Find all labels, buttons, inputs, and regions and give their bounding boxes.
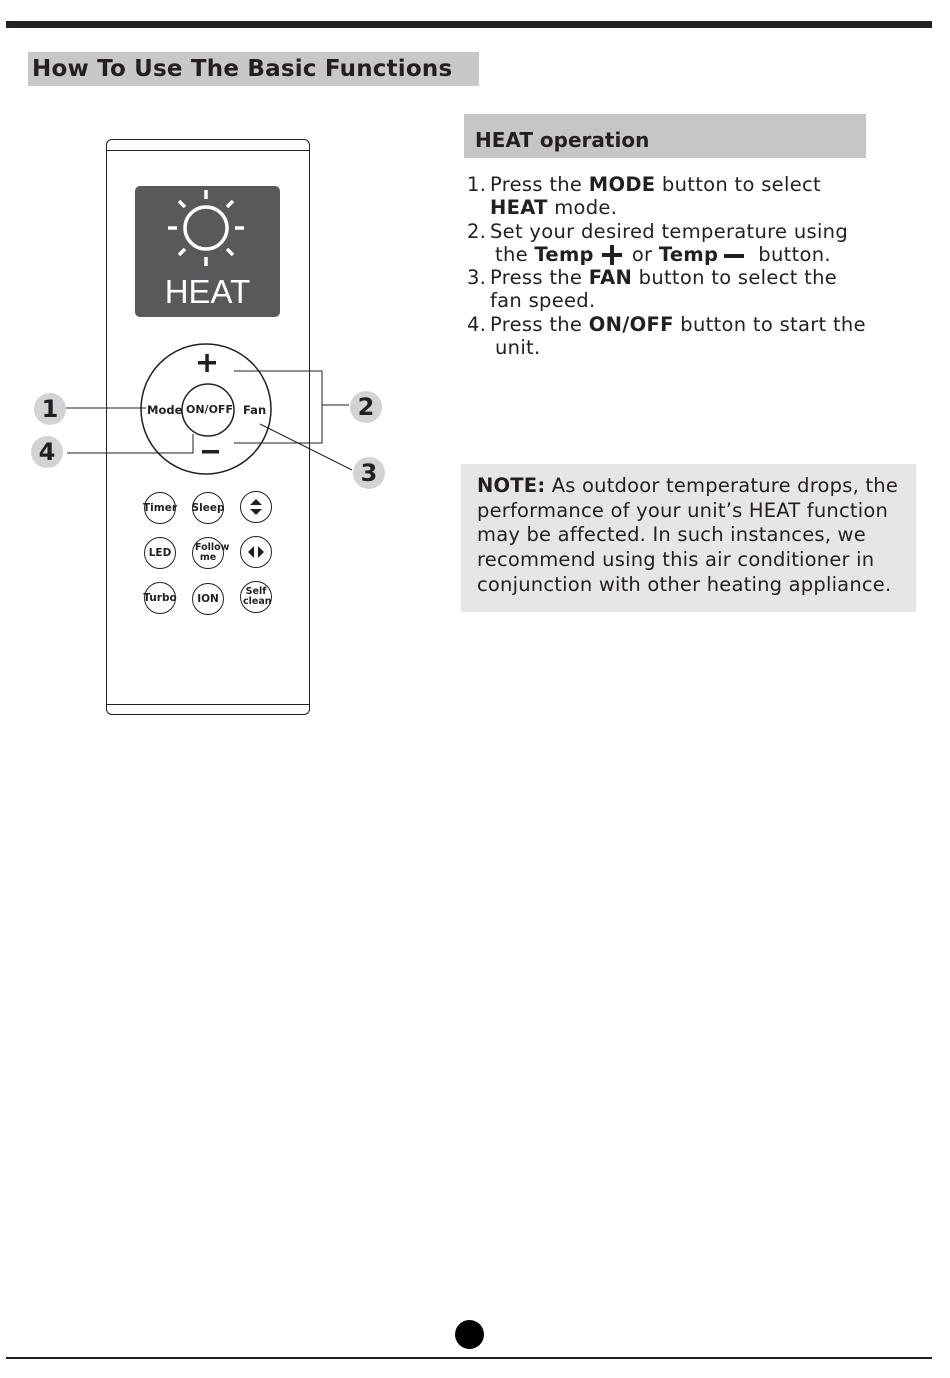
step-text: or <box>632 243 659 266</box>
temp-keyword: Temp <box>659 243 718 266</box>
on-off-button[interactable]: ON/OFF <box>186 403 233 416</box>
step-1: 1. Press the MODE button to select HEAT … <box>467 173 887 220</box>
bottom-rule <box>6 1357 932 1359</box>
step-text: fan speed. <box>490 289 595 312</box>
note-box: NOTE: As outdoor temperature drops, the … <box>461 464 916 612</box>
led-label: LED <box>149 548 172 558</box>
ion-button[interactable]: ION <box>192 583 224 615</box>
temp-keyword: Temp <box>534 243 593 266</box>
step-2: 2. Set your desired temperature using th… <box>467 220 887 267</box>
step-text: Press the <box>490 173 589 196</box>
left-right-arrows-icon <box>247 545 265 559</box>
timer-label: Timer <box>143 503 177 513</box>
step-text: Press the <box>490 313 589 336</box>
callout-3: 3 <box>353 457 385 489</box>
temp-plus-button[interactable] <box>190 348 224 376</box>
sleep-label: Sleep <box>192 503 225 513</box>
step-text: mode. <box>548 196 618 219</box>
mode-keyword: MODE <box>589 173 656 196</box>
self-clean-label: Self clean <box>243 587 269 607</box>
step-number: 2. <box>467 220 486 243</box>
follow-me-label: Follow me <box>195 543 221 563</box>
step-number: 3. <box>467 266 486 289</box>
step-number: 4. <box>467 313 486 336</box>
ion-label: ION <box>197 594 219 604</box>
temp-minus-button[interactable] <box>194 438 228 466</box>
mode-button[interactable]: Mode <box>147 403 182 417</box>
step-4: 4. Press the ON/OFF button to start the … <box>467 313 887 360</box>
led-button[interactable]: LED <box>144 537 176 569</box>
plus-icon <box>602 245 622 263</box>
minus-icon <box>724 245 744 263</box>
step-number: 1. <box>467 173 486 196</box>
step-text: button. <box>758 243 831 266</box>
follow-me-button[interactable]: Follow me <box>192 537 224 569</box>
self-clean-button[interactable]: Self clean <box>240 581 272 613</box>
on-off-keyword: ON/OFF <box>589 313 674 336</box>
timer-button[interactable]: Timer <box>144 492 176 524</box>
page-number-dot <box>455 1320 484 1349</box>
up-down-arrows-icon <box>249 498 263 516</box>
turbo-button[interactable]: Turbo <box>144 582 176 614</box>
step-text: button to select <box>655 173 821 196</box>
step-text: button to select the <box>632 266 837 289</box>
swing-updown-button[interactable] <box>240 491 272 523</box>
step-text: unit. <box>495 336 540 359</box>
step-text: Set your desired temperature using <box>490 220 848 243</box>
fan-keyword: FAN <box>589 266 632 289</box>
step-text: Press the <box>490 266 589 289</box>
turbo-label: Turbo <box>143 593 176 603</box>
step-3: 3. Press the FAN button to select the fa… <box>467 266 887 313</box>
callout-1: 1 <box>34 393 66 425</box>
step-text: button to start the <box>674 313 866 336</box>
callout-2: 2 <box>350 391 382 423</box>
swing-leftright-button[interactable] <box>240 536 272 568</box>
note-label: NOTE: <box>477 474 545 497</box>
callout-4: 4 <box>31 436 63 468</box>
step-text: the <box>495 243 534 266</box>
heat-operation-title: HEAT operation <box>464 114 866 158</box>
steps-list: 1. Press the MODE button to select HEAT … <box>467 173 887 359</box>
sleep-button[interactable]: Sleep <box>192 492 224 524</box>
heat-keyword: HEAT <box>490 196 548 219</box>
fan-button[interactable]: Fan <box>243 403 266 417</box>
